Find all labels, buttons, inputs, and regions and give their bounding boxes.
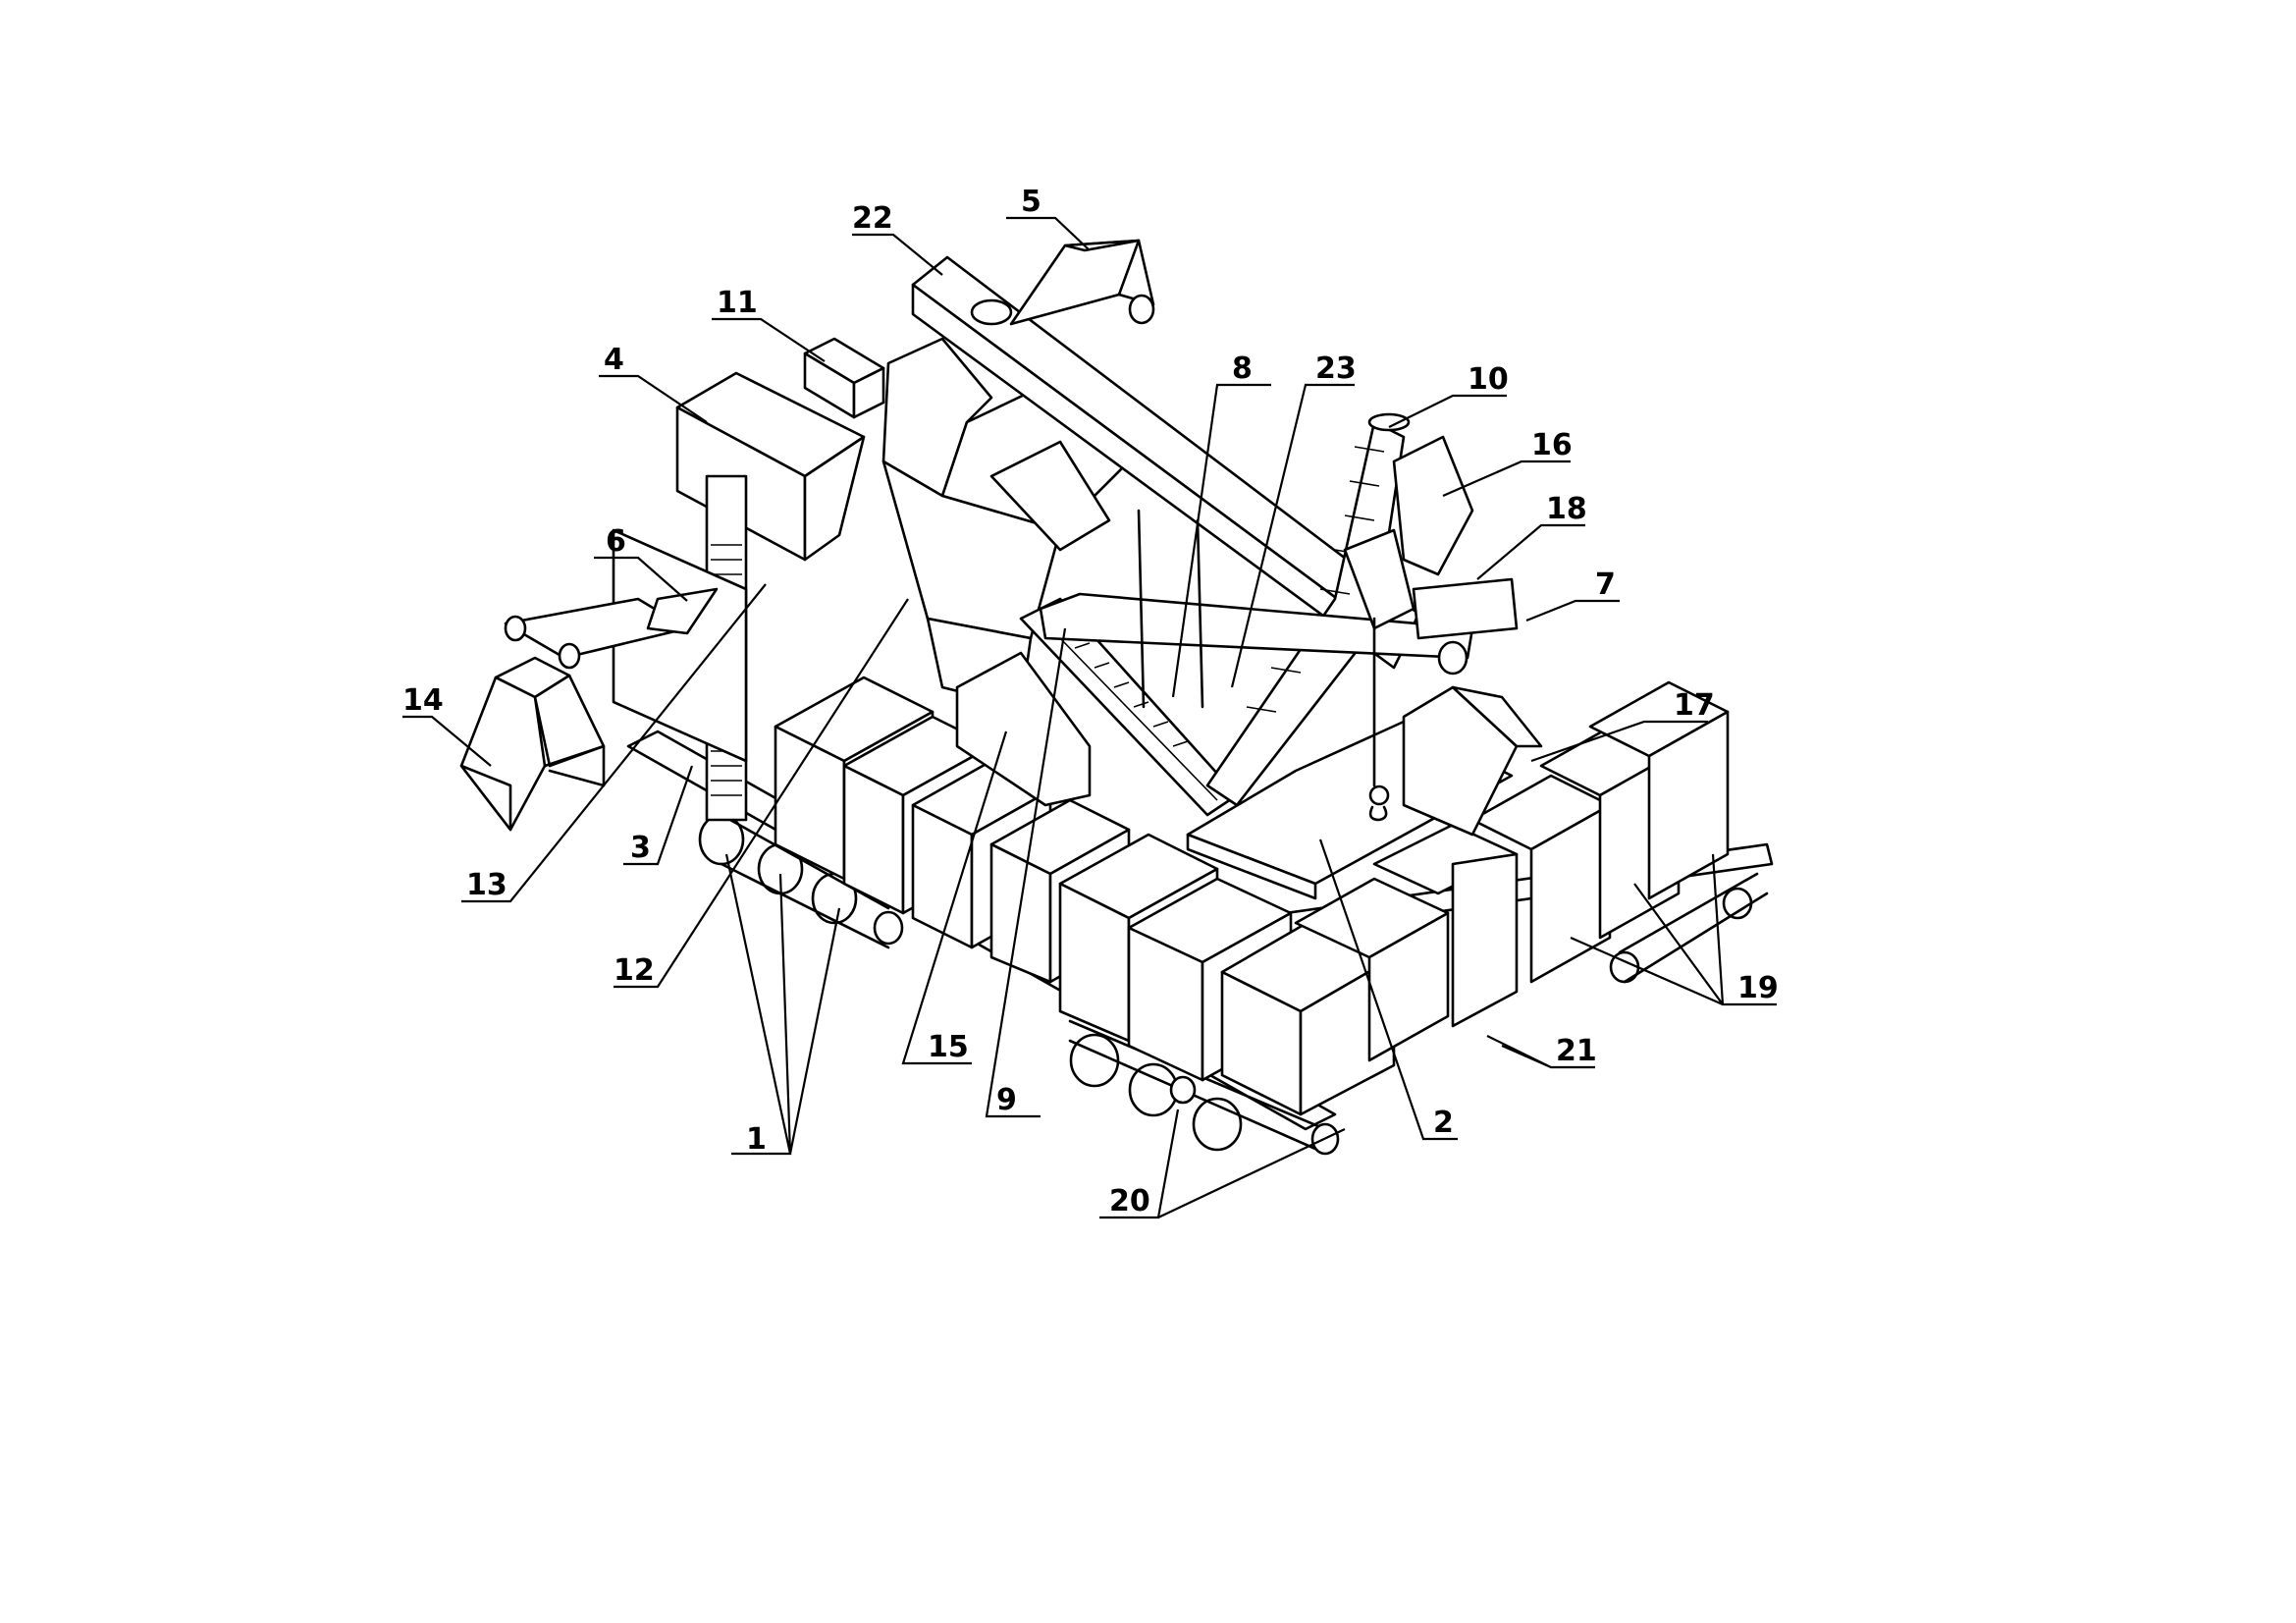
label-17: 17 <box>1674 688 1715 723</box>
machine-linework <box>459 239 1774 1156</box>
front-crawler-tracks <box>1068 1019 1340 1156</box>
leader-16 <box>1442 460 1571 498</box>
label-12: 12 <box>614 953 655 988</box>
leader-20 <box>1099 1109 1346 1219</box>
label-7: 7 <box>1595 568 1616 602</box>
label-4: 4 <box>604 343 624 377</box>
leader-13 <box>461 583 767 903</box>
leader-1 <box>724 853 841 1156</box>
crane-hook <box>1368 617 1390 822</box>
left-support <box>955 651 1092 807</box>
left-feed-arm <box>459 587 719 832</box>
label-15: 15 <box>928 1030 969 1064</box>
label-2: 2 <box>1433 1106 1454 1140</box>
rear-unit <box>1412 577 1519 640</box>
label-22: 22 <box>852 201 893 236</box>
label-18: 18 <box>1546 492 1587 526</box>
leader-18 <box>1476 523 1585 580</box>
leader-lines <box>402 216 1777 1219</box>
cross-beam <box>1039 592 1474 676</box>
label-6: 6 <box>606 524 626 559</box>
leader-4 <box>599 374 708 423</box>
label-5: 5 <box>1021 185 1041 219</box>
leader-6 <box>594 556 688 602</box>
leader-9 <box>985 627 1067 1118</box>
leader-12 <box>614 598 909 989</box>
top-boom <box>911 255 1420 670</box>
label-10: 10 <box>1468 362 1509 397</box>
leader-19 <box>1570 853 1777 1006</box>
leader-3 <box>623 765 694 866</box>
label-23: 23 <box>1315 352 1357 386</box>
label-11: 11 <box>717 286 758 320</box>
leader-10 <box>1388 394 1507 428</box>
right-conveyor <box>1205 412 1411 807</box>
leader-2 <box>1318 839 1458 1141</box>
reference-labels: 1 2 3 4 5 6 7 8 9 10 11 12 13 14 15 16 1… <box>402 185 1779 1218</box>
label-19: 19 <box>1737 971 1779 1005</box>
label-8: 8 <box>1232 352 1253 386</box>
right-cab <box>1392 435 1474 576</box>
leader-14 <box>402 715 492 767</box>
label-21: 21 <box>1556 1034 1597 1068</box>
label-9: 9 <box>996 1083 1017 1117</box>
leader-22 <box>852 233 943 276</box>
right-crawler-track <box>1609 872 1769 984</box>
label-3: 3 <box>630 831 651 865</box>
leader-23 <box>1230 383 1355 688</box>
leader-11 <box>712 317 826 362</box>
label-14: 14 <box>402 683 444 718</box>
left-cab <box>612 371 866 822</box>
leader-7 <box>1525 599 1620 622</box>
leader-17 <box>1530 720 1708 763</box>
leader-15 <box>901 730 1008 1065</box>
leader-5 <box>1006 216 1091 251</box>
leader-8 <box>1171 383 1271 698</box>
label-13: 13 <box>466 868 507 902</box>
label-20: 20 <box>1109 1184 1150 1218</box>
label-1: 1 <box>746 1122 767 1157</box>
label-16: 16 <box>1531 428 1573 462</box>
top-bucket <box>1009 239 1155 326</box>
cargo-containers <box>774 676 1730 1116</box>
central-tower <box>881 337 1141 709</box>
leader-21 <box>1486 1035 1595 1069</box>
right-support <box>1402 685 1519 837</box>
